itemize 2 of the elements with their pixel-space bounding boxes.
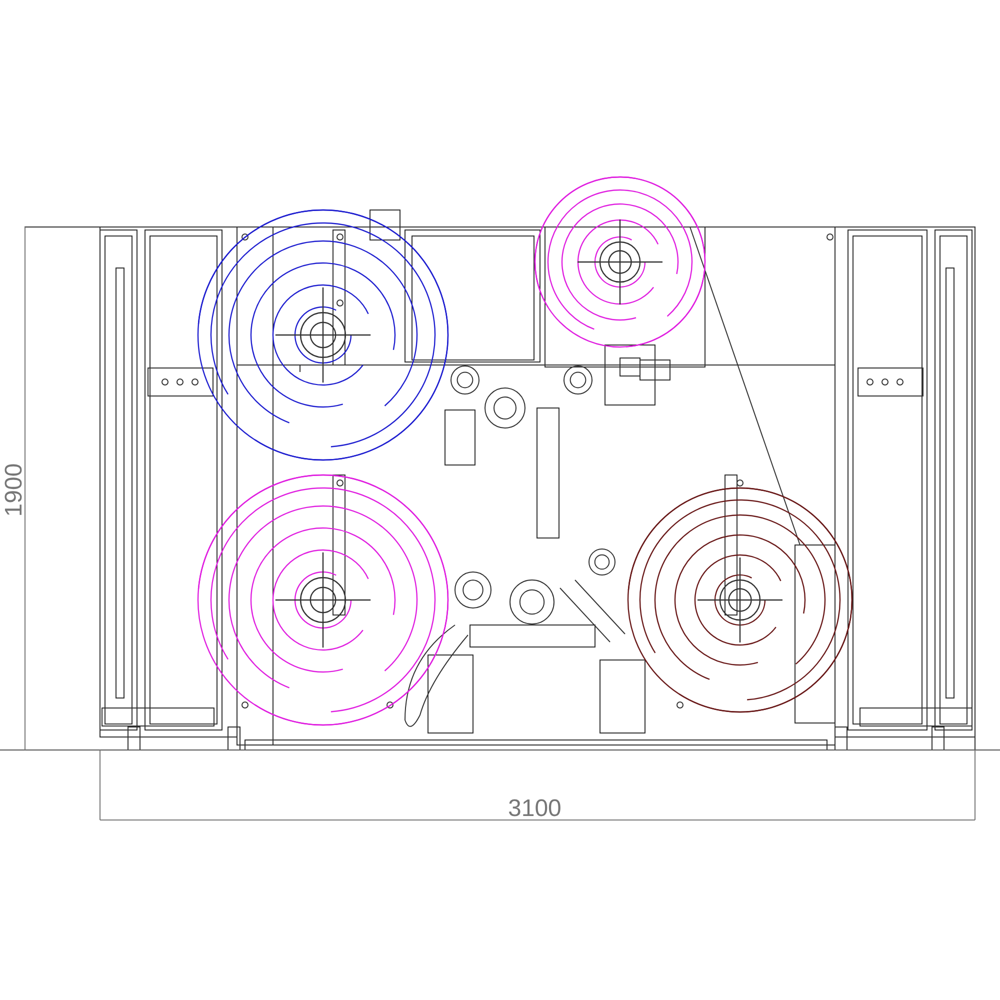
dimension-text: 3100 (508, 797, 562, 821)
dimension-text: 1900 (2, 463, 27, 517)
